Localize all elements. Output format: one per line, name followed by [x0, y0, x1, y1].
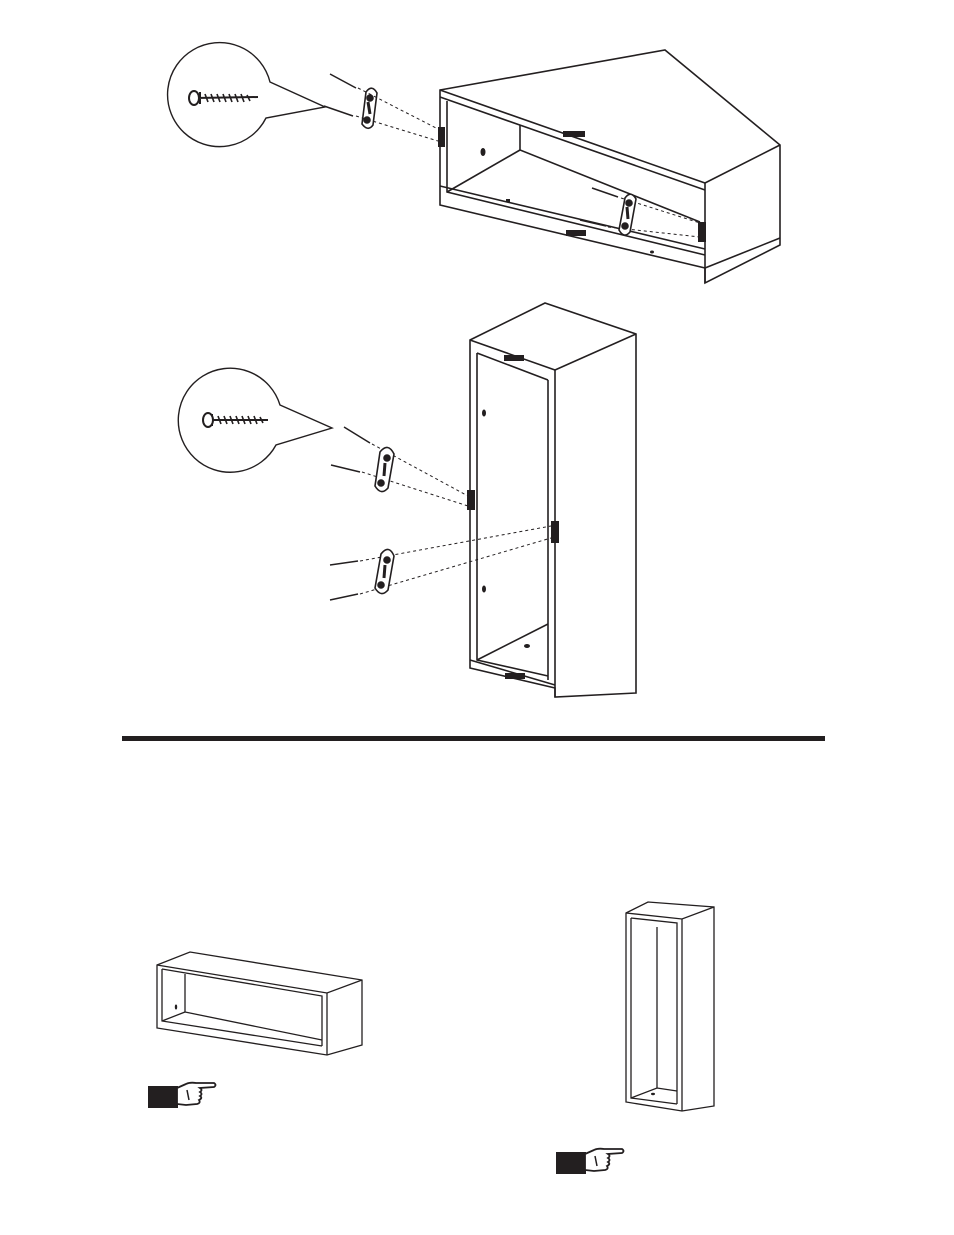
vertical-cabinet-assembly-figure: [0, 300, 954, 720]
note-label-block: [556, 1152, 586, 1174]
pointing-hand-icon: [584, 1144, 626, 1176]
note-label-block: [148, 1086, 178, 1108]
note-pointer: [556, 1144, 626, 1178]
horizontal-cabinet-assembly-figure: [0, 0, 954, 300]
note-pointer: [148, 1078, 218, 1112]
pointing-hand-icon: [176, 1078, 218, 1110]
section-divider: [122, 736, 825, 741]
